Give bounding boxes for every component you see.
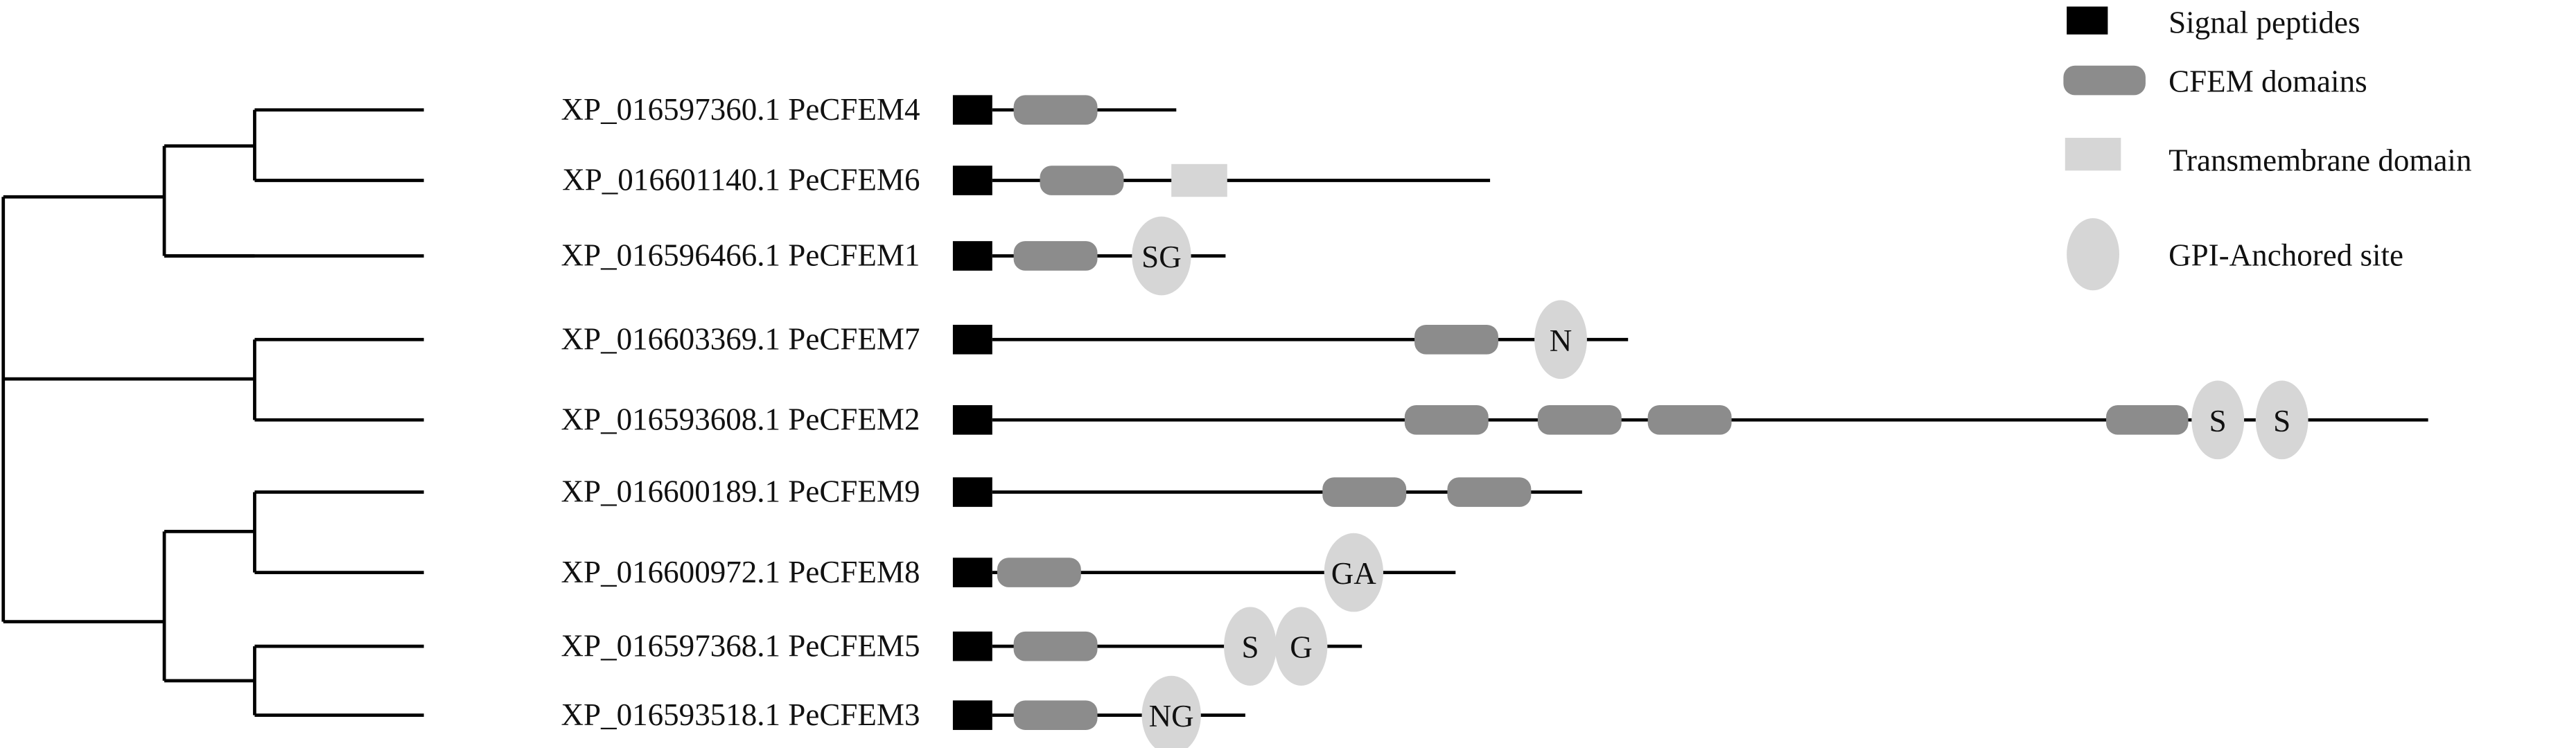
cfem-domain bbox=[1013, 700, 1098, 730]
gpi-anchored-site bbox=[1324, 533, 1383, 612]
protein-label: XP_016596466.1 PeCFEM1 bbox=[561, 238, 920, 273]
gpi-anchored-site bbox=[1224, 607, 1277, 686]
signal-peptide bbox=[952, 405, 992, 435]
cfem-domain bbox=[1013, 241, 1098, 271]
protein-row: XP_016601140.1 PeCFEM6 bbox=[562, 163, 1491, 197]
legend-cfem-label: CFEM domains bbox=[2168, 64, 2367, 99]
gpi-site-label: N bbox=[1550, 323, 1572, 358]
legend-tm-label: Transmembrane domain bbox=[2168, 143, 2471, 177]
signal-peptide bbox=[952, 324, 992, 355]
gpi-site-label: S bbox=[2273, 404, 2290, 438]
protein-label: XP_016600972.1 PeCFEM8 bbox=[561, 555, 920, 589]
cfem-domain bbox=[1414, 324, 1498, 355]
protein-label: XP_016593608.1 PeCFEM2 bbox=[561, 402, 920, 437]
protein-label: XP_016597368.1 PeCFEM5 bbox=[561, 628, 920, 663]
signal-peptide bbox=[952, 95, 992, 125]
protein-row: XP_016597360.1 PeCFEM4 bbox=[561, 92, 1177, 127]
protein-row: XP_016603369.1 PeCFEM7 N bbox=[561, 300, 1629, 380]
legend-tm-swatch bbox=[2065, 137, 2121, 171]
protein-label: XP_016597360.1 PeCFEM4 bbox=[561, 92, 920, 127]
cfem-domain bbox=[997, 558, 1081, 587]
cfem-domain bbox=[1647, 405, 1732, 435]
gpi-anchored-site bbox=[1132, 216, 1191, 296]
cfem-domain bbox=[1322, 477, 1407, 507]
gpi-anchored-site bbox=[2191, 380, 2245, 460]
protein-row: XP_016596466.1 PeCFEM1 SG bbox=[561, 216, 1226, 296]
gpi-site-label: S bbox=[1241, 630, 1259, 665]
gpi-anchored-site bbox=[1141, 675, 1201, 748]
cfem-domain bbox=[1404, 405, 1489, 435]
cfem-domain bbox=[1040, 166, 1124, 195]
signal-peptide bbox=[952, 700, 992, 730]
protein-label: XP_016600189.1 PeCFEM9 bbox=[561, 474, 920, 509]
gpi-site-label: S bbox=[2209, 404, 2227, 438]
gpi-site-label: SG bbox=[1141, 240, 1182, 274]
signal-peptide bbox=[952, 166, 992, 195]
legend-signal-label: Signal peptides bbox=[2168, 5, 2360, 39]
gpi-anchored-site bbox=[1534, 300, 1587, 380]
legend-gpi-label: GPI-Anchored site bbox=[2168, 238, 2403, 273]
legend-signal-swatch bbox=[2067, 6, 2108, 35]
signal-peptide bbox=[952, 241, 992, 271]
gpi-site-label: NG bbox=[1149, 699, 1194, 733]
phylogenetic-tree bbox=[1, 108, 424, 717]
protein-label: XP_016601140.1 PeCFEM6 bbox=[562, 163, 920, 197]
gpi-site-label: GA bbox=[1331, 556, 1377, 591]
legend: Signal peptides CFEM domains Transmembra… bbox=[2063, 5, 2471, 291]
gpi-anchored-site bbox=[2255, 380, 2308, 460]
gpi-anchored-site bbox=[1274, 607, 1328, 686]
cfem-domain bbox=[1013, 95, 1098, 125]
signal-peptide bbox=[952, 631, 992, 661]
protein-row: XP_016593608.1 PeCFEM2 S S bbox=[561, 380, 2428, 460]
legend-gpi-swatch bbox=[2067, 218, 2119, 291]
protein-label: XP_016593518.1 PeCFEM3 bbox=[561, 697, 920, 732]
cfem-domain bbox=[2106, 405, 2189, 435]
cfem-domain bbox=[1013, 631, 1098, 661]
cfem-domain bbox=[1447, 477, 1532, 507]
protein-row: XP_016600972.1 PeCFEM8 GA bbox=[561, 533, 1456, 612]
signal-peptide bbox=[952, 558, 992, 587]
protein-label: XP_016603369.1 PeCFEM7 bbox=[561, 321, 920, 356]
protein-row: XP_016600189.1 PeCFEM9 bbox=[561, 474, 1582, 509]
signal-peptide bbox=[952, 477, 992, 507]
transmembrane-domain bbox=[1171, 163, 1227, 197]
legend-cfem-swatch bbox=[2063, 65, 2146, 96]
cfem-domain bbox=[1537, 405, 1622, 435]
protein-row: XP_016593518.1 PeCFEM3 NG bbox=[561, 675, 1245, 748]
gpi-site-label: G bbox=[1290, 630, 1313, 665]
